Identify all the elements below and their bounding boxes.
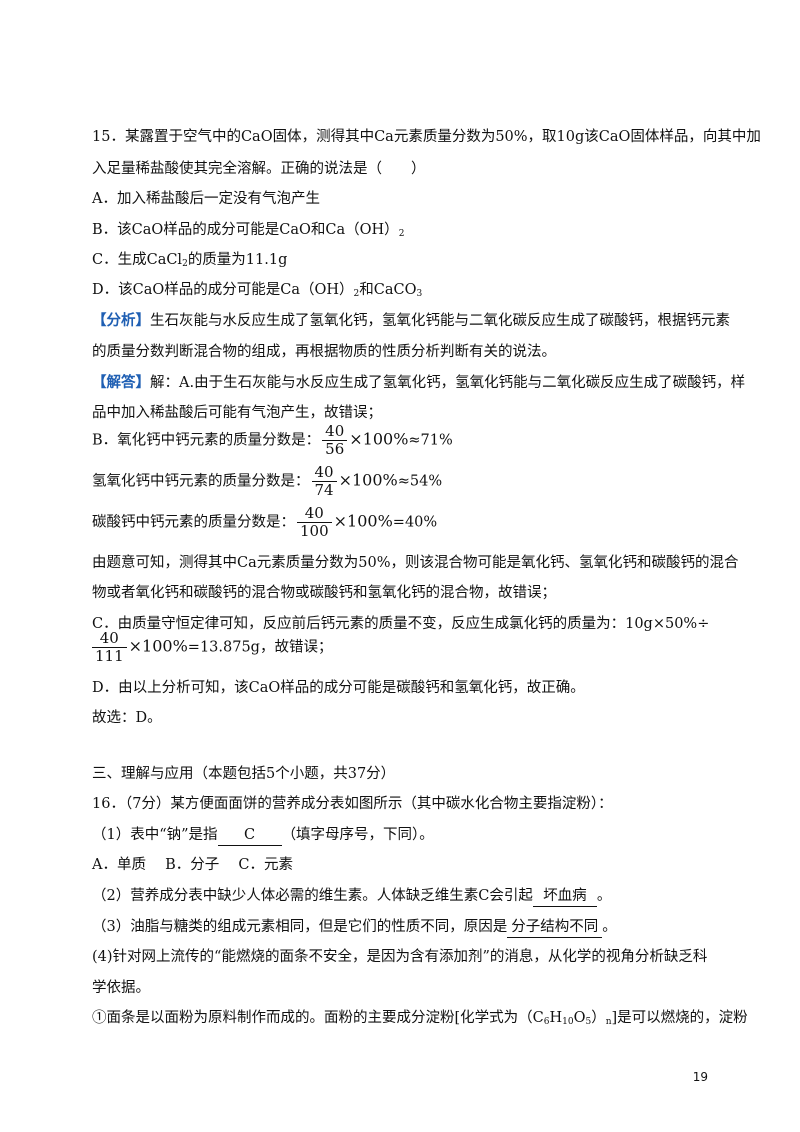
solution-line2: 品中加入稀盐酸后可能有气泡产生，故错误； (92, 405, 382, 421)
q15-stem-line1: 15．某露置于空气中的CaO固体，测得其中Ca元素质量分数为50%，取10g该C… (92, 129, 761, 145)
analysis-tag: 【分析】 (92, 312, 150, 329)
q16-part2: （2）营养成分表中缺少人体必需的维生素。人体缺乏维生素C会引起坏血病。 (92, 886, 611, 907)
q16-part4-line2: 学依据。 (92, 980, 150, 996)
solution-mix-line2: 物或者氧化钙和碳酸钙的混合物或碳酸钙和氢氧化钙的混合物，故错误； (92, 585, 556, 601)
q16-part3: （3）油脂与糖类的组成元素相同，但是它们的性质不同，原因是分子结构不同。 (92, 917, 617, 938)
solution-line1: 【解答】解：A.由于生石灰能与水反应生成了氢氧化钙，氢氧化钙能与二氧化碳反应生成… (92, 374, 746, 391)
section-heading: 三、理解与应用（本题包括5个小题，共37分） (92, 766, 396, 782)
answer-blank: C (217, 825, 282, 846)
q16-stem: 16．（7分）某方便面面饼的营养成分表如图所示（其中碳水化合物主要指淀粉）： (92, 796, 613, 812)
solution-tag: 【解答】 (92, 374, 150, 391)
q16-part4-starch: ①面条是以面粉为原料制作而成的。面粉的主要成分淀粉[化学式为（C6H10O5）n… (92, 1010, 748, 1027)
q15-option-c: C．生成CaCl2的质量为11.1g (92, 252, 288, 269)
q15-option-d: D．该CaO样品的成分可能是Ca（OH）2和CaCO3 (92, 282, 423, 299)
solution-d-line: D．由以上分析可知，该CaO样品的成分可能是碳酸钙和氢氧化钙，故正确。 (92, 680, 585, 696)
q16-part4-line1: (4)针对网上流传的“能燃烧的面条不安全，是因为含有添加剂”的消息，从化学的视角… (92, 949, 708, 965)
analysis-line1: 【分析】生石灰能与水反应生成了氢氧化钙，氢氧化钙能与二氧化碳反应生成了碳酸钙，根… (92, 312, 730, 329)
analysis-line2: 的质量分数判断混合物的组成，再根据物质的性质分析判断有关的说法。 (92, 344, 556, 360)
answer-blank: 坏血病 (532, 886, 597, 907)
solution-choice: 故选：D。 (92, 710, 162, 726)
q15-stem-line2: 入足量稀盐酸使其完全溶解。正确的说法是（ ） (92, 161, 426, 177)
page-number: 19 (692, 1070, 708, 1084)
answer-blank: 分子结构不同 (507, 917, 603, 938)
q15-option-a: A．加入稀盐酸后一定没有气泡产生 (92, 191, 320, 207)
q15-option-b: B．该CaO样品的成分可能是CaO和Ca（OH）2 (92, 222, 405, 239)
solution-c-line1: C．由质量守恒定律可知，反应前后钙元素的质量不变，反应生成氯化钙的质量为：10g… (92, 616, 710, 632)
q16-part1-options: A．单质 B．分子 C．元素 (92, 857, 293, 873)
solution-mix-line1: 由题意可知，测得其中Ca元素质量分数为50%，则该混合物可能是氧化钙、氢氧化钙和… (92, 555, 739, 571)
